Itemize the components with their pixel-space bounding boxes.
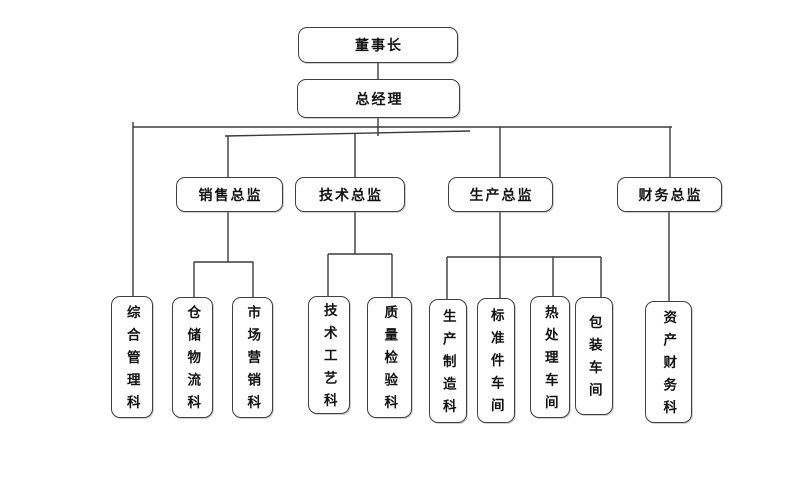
org-node-asset-finance: 资产财务科 <box>645 301 692 423</box>
org-node-tech-director: 技术总监 <box>295 177 405 212</box>
org-node-label: 董事长 <box>355 37 403 53</box>
org-node-label: 综合管理科 <box>124 304 140 418</box>
org-node-label: 仓储物流科 <box>185 305 201 418</box>
org-node-production-director: 生产总监 <box>448 177 553 212</box>
org-node-heat-treatment: 热处理车间 <box>530 296 570 418</box>
org-node-label: 市场营销科 <box>245 305 261 418</box>
org-node-general-management: 综合管理科 <box>111 296 153 418</box>
org-node-marketing: 市场营销科 <box>232 297 273 418</box>
org-node-sales-director: 销售总监 <box>176 177 283 212</box>
org-node-label: 包装车间 <box>586 315 602 405</box>
org-node-label: 质量检验科 <box>382 305 398 418</box>
org-node-label: 生产总监 <box>469 186 534 203</box>
org-node-manufacturing: 生产制造科 <box>429 299 467 423</box>
org-node-label: 生产制造科 <box>440 308 456 422</box>
org-node-chairman: 董事长 <box>298 27 458 63</box>
org-node-warehouse-logistics: 仓储物流科 <box>172 297 213 418</box>
org-node-standard-parts: 标准件车间 <box>477 298 515 423</box>
org-node-finance-director: 财务总监 <box>617 177 722 212</box>
org-node-label: 标准件车间 <box>488 308 504 421</box>
org-node-label: 技术总监 <box>319 186 383 203</box>
org-node-label: 热处理车间 <box>542 304 558 418</box>
org-node-label: 总经理 <box>355 90 404 107</box>
org-node-general-manager: 总经理 <box>297 79 460 118</box>
org-node-tech-process: 技术工艺科 <box>308 296 350 416</box>
org-node-label: 财务总监 <box>638 186 703 203</box>
org-node-packaging: 包装车间 <box>575 297 613 415</box>
org-node-label: 销售总监 <box>198 186 263 203</box>
org-node-quality-inspection: 质量检验科 <box>367 297 412 418</box>
org-node-label: 技术工艺科 <box>321 302 337 416</box>
org-node-label: 资产财务科 <box>661 309 677 423</box>
